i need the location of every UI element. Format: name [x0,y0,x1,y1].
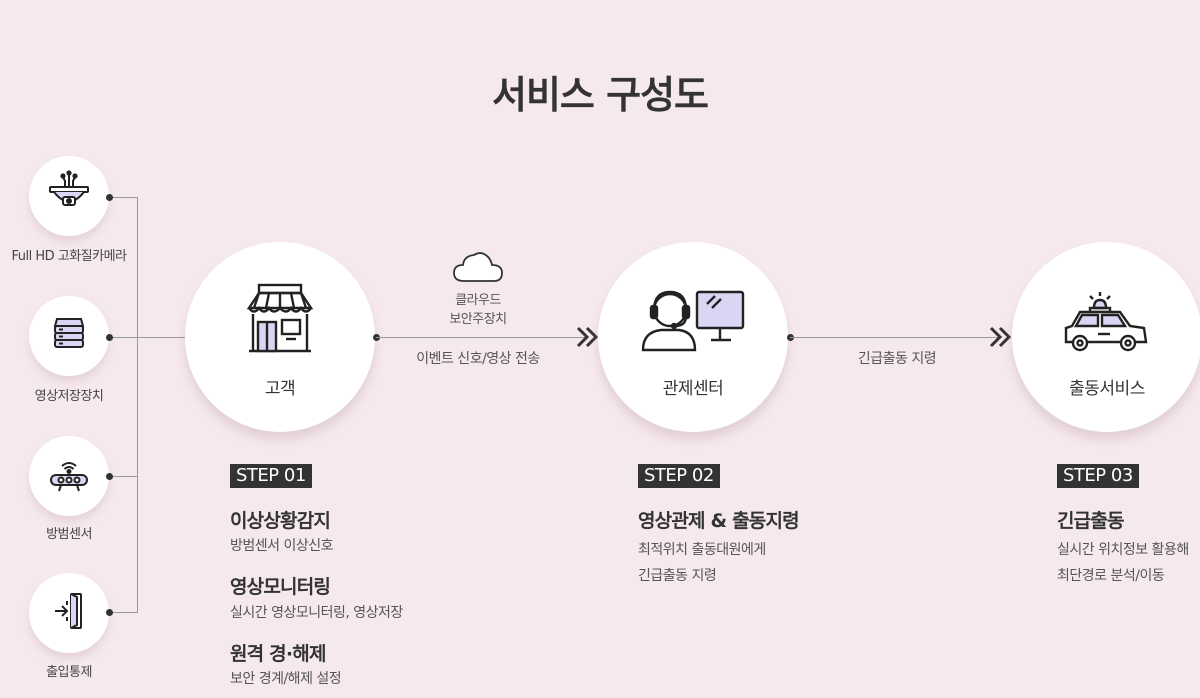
step-02-desc-2: 긴급출동 지령 [638,568,717,584]
step-01-desc-1: 방범센서 이상신호 [230,538,334,554]
device-camera [29,156,109,236]
device-sensor-dot [106,473,113,480]
device-connector-vertical [137,197,138,613]
chevron-right-icon [989,326,1013,352]
step-03-desc-1: 실시간 위치정보 활용해 [1057,542,1189,558]
store-icon [245,282,315,358]
step-01-heading-3: 원격 경·해제 [230,643,326,665]
step-03-badge: STEP 03 [1057,464,1139,488]
node-dispatch-label: 출동서비스 [1069,379,1145,399]
device-camera-label: Full HD 고화질카메라 [11,249,127,264]
device-connector-h4 [110,612,137,613]
node-control-center: 관제센터 [598,242,788,432]
cctv-camera-icon [44,169,94,223]
device-storage-label: 영상저장장치 [34,389,104,404]
step-03-heading: 긴급출동 [1057,510,1125,532]
device-access-dot [106,609,113,616]
storage-server-icon [49,314,89,358]
link1-cloud-label-1: 클라우드 [455,293,501,308]
node-customer: 고객 [185,242,375,432]
device-sensor-label: 방범센서 [46,527,92,542]
device-camera-dot [106,194,113,201]
device-storage [29,296,109,376]
link1-cloud-label-2: 보안주장치 [449,312,507,327]
cloud-icon [452,248,504,288]
step-01-heading-1: 이상상황감지 [230,510,331,532]
step-01-heading-2: 영상모니터링 [230,576,331,598]
step-01-desc-2: 실시간 영상모니터링, 영상저장 [230,605,403,621]
page-title: 서비스 구성도 [492,73,709,117]
step-01-badge: STEP 01 [230,464,312,488]
link1-line [376,337,586,338]
link2-line [790,337,1000,338]
link2-label: 긴급출동 지령 [857,351,937,367]
step-01-desc-3: 보안 경계/해제 설정 [230,671,342,687]
device-access-label: 출입통제 [46,665,92,680]
motion-sensor-icon [47,454,91,498]
device-sensor [29,436,109,516]
step-02-desc-1: 최적위치 출동대원에게 [638,542,766,558]
police-car-icon [1062,290,1152,360]
access-door-icon [49,591,89,635]
step-02-heading: 영상관제 & 출동지령 [638,510,800,532]
step-03-desc-2: 최단경로 분석/이동 [1057,568,1165,584]
device-connector-h3 [110,476,137,477]
device-connector-h2 [110,337,185,338]
node-control-center-label: 관제센터 [662,379,724,399]
device-connector-h1 [110,197,137,198]
link1-label: 이벤트 신호/영상 전송 [416,351,540,367]
chevron-right-icon [576,326,600,352]
node-customer-label: 고객 [264,379,296,399]
node-dispatch: 출동서비스 [1012,242,1200,432]
device-storage-dot [106,334,113,341]
step-02-badge: STEP 02 [638,464,720,488]
operator-headset-icon [639,286,747,358]
device-access [29,573,109,653]
